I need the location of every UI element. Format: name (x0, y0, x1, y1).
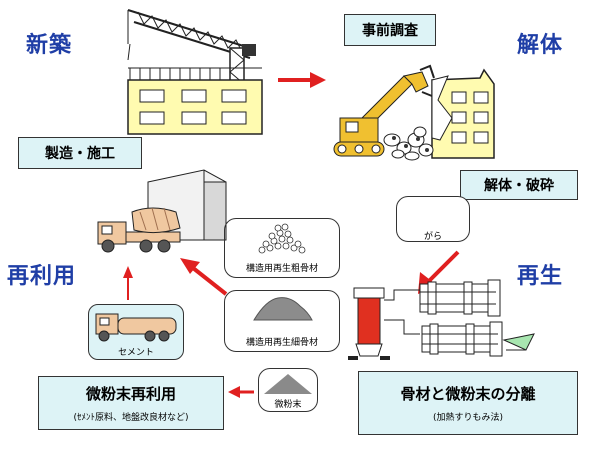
coarse-aggregate-pile (258, 223, 306, 254)
stage-demolition-label: 解体 (517, 33, 564, 58)
stage-reuse-label: 再利用 (7, 264, 77, 289)
manufacture-construction-label: 製造・施工 (45, 146, 115, 162)
crane-building-illustration (127, 9, 263, 135)
arrow-aggregate-to-mixer (180, 258, 228, 296)
fine-powder-pile (264, 374, 312, 394)
stage-recycle-label: 再生 (517, 264, 564, 289)
preliminary-survey-label: 事前調査 (362, 23, 418, 39)
rubble-label: がら (423, 232, 442, 242)
arrow-new-to-survey (278, 72, 326, 88)
coarse-aggregate-label: 構造用再生粗骨材 (245, 264, 318, 274)
rubble-bubble: がら (396, 196, 470, 242)
arrow-powder-to-reuse (228, 386, 254, 398)
fine-aggregate-pile (253, 297, 313, 321)
manufacture-construction-box: 製造・施工 (18, 137, 142, 169)
fine-powder-label: 微粉末 (274, 400, 302, 410)
demolition-crushing-box: 解体・破砕 (460, 170, 578, 200)
arrow-cement-to-mixer (123, 266, 133, 300)
recycling-plant-illustration (348, 279, 535, 360)
preliminary-survey-box: 事前調査 (344, 14, 436, 46)
demolition-crushing-label: 解体・破砕 (484, 178, 554, 194)
fine-aggregate-bubble: 構造用再生細骨材 (224, 290, 340, 352)
fine-powder-reuse-box: 微粉末再利用 (ｾﾒﾝﾄ原料、地盤改良材など) (38, 376, 224, 430)
fine-powder-reuse-note: (ｾﾒﾝﾄ原料、地盤改良材など) (73, 413, 189, 423)
fine-powder-bubble: 微粉末 (258, 368, 318, 412)
excavator-illustration (333, 64, 495, 161)
separation-note: (加熱すりもみ法) (432, 413, 504, 423)
mixer-truck-illustration (97, 207, 181, 253)
separation-box: 骨材と微粉末の分離 (加熱すりもみ法) (358, 371, 578, 435)
fine-powder-reuse-title: 微粉末再利用 (85, 385, 176, 403)
stage-new-construction-label: 新築 (26, 33, 73, 58)
separation-title: 骨材と微粉末の分離 (400, 385, 536, 403)
fine-aggregate-label: 構造用再生細骨材 (245, 338, 318, 348)
coarse-aggregate-bubble: 構造用再生粗骨材 (224, 218, 340, 278)
cement-truck-illustration (95, 313, 177, 342)
